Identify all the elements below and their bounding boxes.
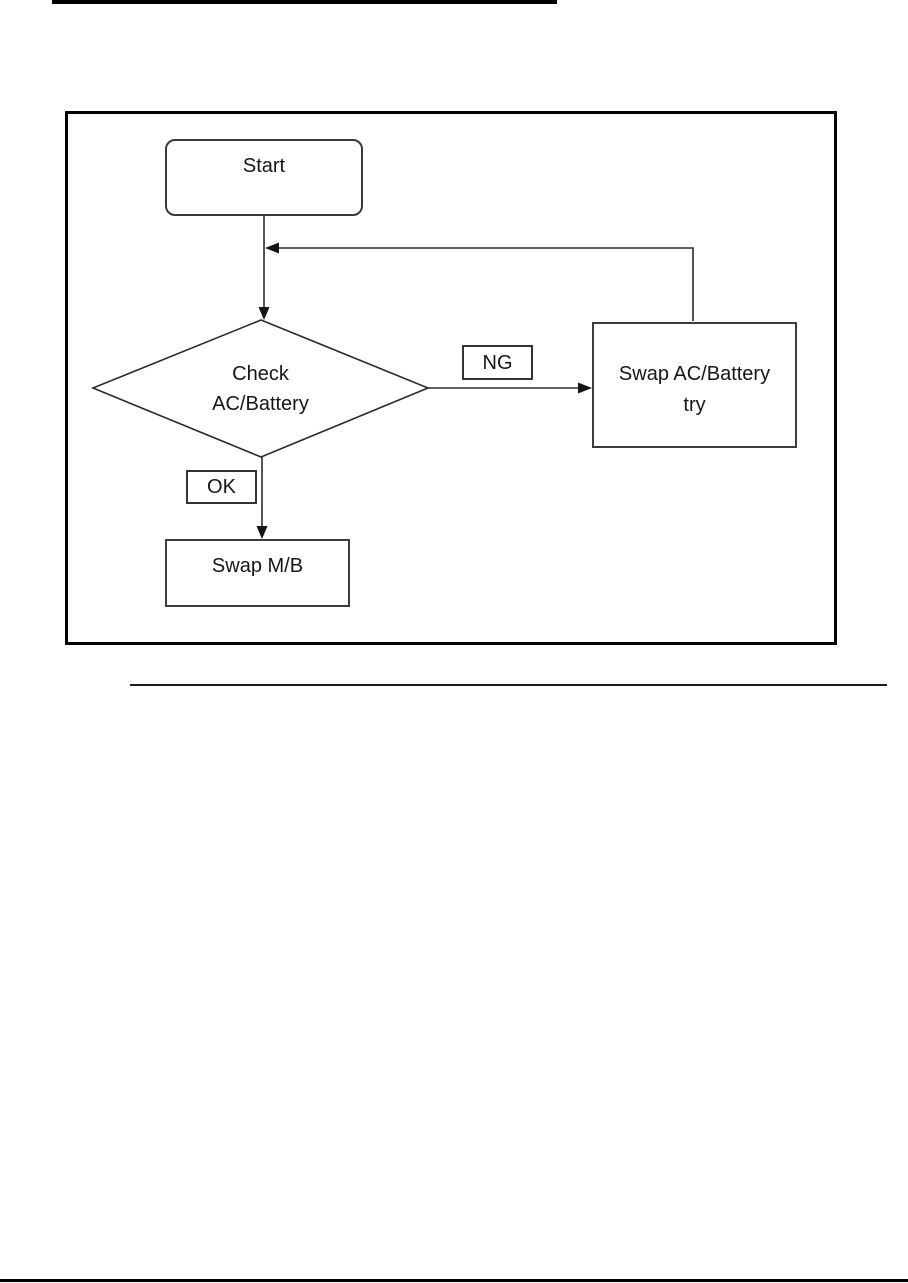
swap-ac-battery-node: Swap AC/Battery try bbox=[592, 322, 797, 448]
swap-mb-node: Swap M/B bbox=[165, 539, 350, 607]
swap-ac-battery-label-line2: try bbox=[683, 394, 706, 416]
decision-node: Check AC/Battery bbox=[93, 320, 428, 457]
swap-mb-label: Swap M/B bbox=[211, 555, 304, 577]
flowchart-frame bbox=[65, 111, 837, 645]
ok-edge-label-text: OK bbox=[207, 476, 236, 498]
section-divider-rule bbox=[130, 684, 887, 686]
ng-edge-label-text: NG bbox=[482, 351, 513, 374]
swap-ac-battery-label-line1: Swap AC/Battery bbox=[618, 363, 771, 385]
start-node-label: Start bbox=[242, 155, 286, 177]
decision-label-line1: Check bbox=[232, 362, 289, 385]
heading-underline-rule bbox=[52, 0, 557, 4]
start-node: Start bbox=[165, 139, 363, 216]
ok-edge-label: OK bbox=[186, 470, 257, 504]
decision-label-line2: AC/Battery bbox=[212, 392, 309, 415]
page-bottom-rule bbox=[0, 1279, 908, 1282]
ng-edge-label: NG bbox=[462, 345, 533, 380]
